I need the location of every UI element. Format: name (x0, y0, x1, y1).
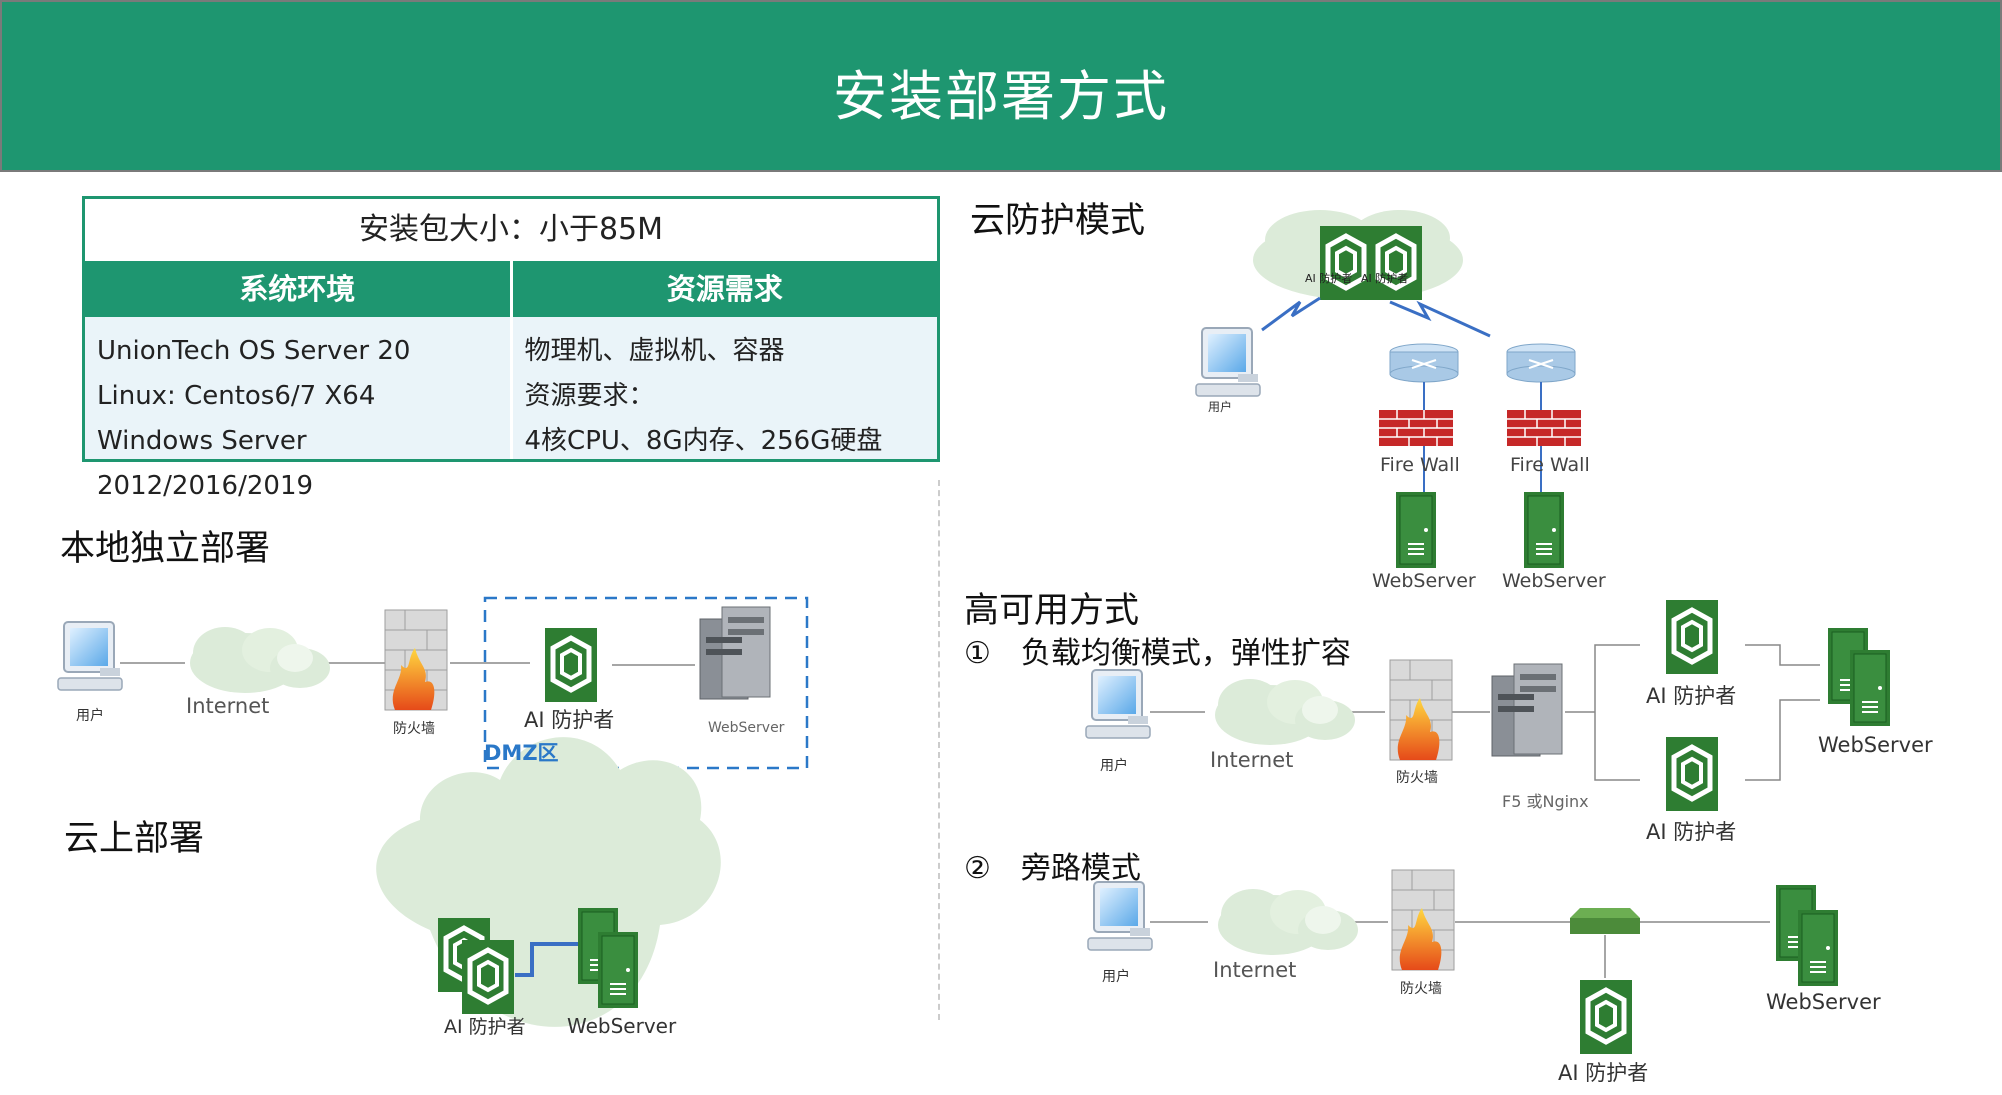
webserver-label: WebServer (567, 1014, 677, 1038)
webserver-label: WebServer (708, 720, 785, 736)
webserver-icon (1797, 909, 1839, 987)
dmz-label: DMZ区 (484, 741, 559, 765)
dmz-zone (483, 596, 809, 770)
ai-guard-icon (462, 940, 514, 1014)
page-title: 安装部署方式 (833, 65, 1169, 128)
ai-guard-icon (1370, 226, 1422, 300)
internet-cloud-icon (190, 627, 330, 693)
firewall-icon (1391, 869, 1455, 971)
webserver-icon (597, 931, 639, 1009)
webserver-label: WebServer (1502, 570, 1606, 592)
webserver-icon (699, 606, 771, 700)
firewall-label: Fire Wall (1510, 454, 1590, 476)
cloud-protect-diagram (1195, 210, 1582, 569)
ai-guard-label: AI 防护者 (444, 1016, 526, 1038)
env-column: UnionTech OS Server 20 Linux: Centos6/7 … (85, 317, 513, 501)
env-item: UnionTech OS Server 20 (97, 336, 411, 366)
spec-table-header: 系统环境 资源需求 (85, 261, 937, 317)
section-title-cloud-protect: 云防护模式 (970, 201, 1146, 241)
firewall-label: 防火墙 (1396, 770, 1438, 786)
user-icon (57, 621, 123, 691)
user-label: 用户 (1208, 400, 1233, 414)
section-divider (938, 480, 940, 1020)
internet-label: Internet (1213, 958, 1297, 982)
env-item: Linux: Centos6/7 X64 (97, 381, 376, 411)
router-icon (1506, 343, 1576, 383)
section-title-local: 本地独立部署 (60, 529, 271, 569)
firewall-icon (384, 609, 448, 711)
resource-item: 资源要求： (524, 381, 655, 411)
webserver-icon (1523, 491, 1565, 569)
spec-table-body: UnionTech OS Server 20 Linux: Centos6/7 … (85, 317, 938, 501)
ha-mode1-title: ① 负载均衡模式，弹性扩容 (964, 636, 1351, 671)
webserver-icon (1395, 491, 1437, 569)
ai-guard-label: AI 防护者 (1646, 820, 1737, 844)
env-item: Windows Server 2012/2016/2019 (97, 426, 314, 501)
ai-guard-icon (1320, 226, 1372, 300)
ai-guard-label: AI 防护者 (1558, 1061, 1649, 1085)
user-label: 用户 (1102, 969, 1130, 985)
firewall-icon (1389, 659, 1453, 761)
ai-guard-icon (545, 628, 597, 702)
internet-label: Internet (186, 694, 270, 718)
firewall-icon (1506, 409, 1582, 447)
switch-icon (1570, 918, 1640, 934)
resource-item: 4核CPU、8G内存、256G硬盘 (524, 426, 883, 456)
section-title-cloud-deploy: 云上部署 (64, 819, 205, 859)
ha-bypass-diagram (1087, 869, 1839, 1054)
firewall-label: Fire Wall (1380, 454, 1460, 476)
col-header-resources: 资源需求 (666, 272, 783, 306)
spec-table: 安装包大小：小于85M 系统环境 资源需求 UnionTech OS Serve… (82, 196, 940, 501)
webserver-label: WebServer (1372, 570, 1476, 592)
user-label: 用户 (76, 708, 104, 724)
ai-guard-label: AI 防护者 (1646, 684, 1737, 708)
firewall-label: 防火墙 (1400, 981, 1442, 997)
user-icon (1085, 669, 1151, 739)
ai-guard-label: AI 防护者 (1361, 272, 1409, 285)
cloud-deploy-diagram (376, 737, 721, 1027)
webserver-icon (1849, 649, 1891, 727)
internet-label: Internet (1210, 748, 1294, 772)
user-label: 用户 (1100, 758, 1128, 774)
ai-guard-label: AI 防护者 (524, 708, 615, 732)
firewall-icon (1378, 409, 1454, 447)
router-icon (1389, 343, 1459, 383)
header-banner: 安装部署方式 (0, 0, 2002, 172)
col-header-env: 系统环境 (85, 261, 513, 317)
ai-guard-icon (1666, 737, 1718, 811)
firewall-label: 防火墙 (393, 721, 435, 737)
package-size: 安装包大小：小于85M (358, 212, 664, 247)
internet-cloud-icon (1215, 679, 1355, 745)
ai-guard-icon (1666, 600, 1718, 674)
webserver-label: WebServer (1818, 733, 1933, 757)
ha-lb-diagram (1085, 600, 1891, 811)
ai-guard-icon (1580, 980, 1632, 1054)
section-title-ha: 高可用方式 (964, 591, 1140, 631)
internet-cloud-icon (1218, 889, 1358, 955)
load-balancer-icon (1491, 663, 1563, 757)
user-icon (1087, 881, 1153, 951)
ai-guard-label: AI 防护者 (1305, 272, 1353, 285)
user-icon (1195, 327, 1261, 397)
load-balancer-label: F5 或Nginx (1502, 792, 1589, 811)
webserver-label: WebServer (1766, 990, 1881, 1014)
ha-mode2-title: ② 旁路模式 (964, 851, 1141, 886)
local-diagram (57, 596, 809, 770)
resources-column: 物理机、虚拟机、容器 资源要求： 4核CPU、8G内存、256G硬盘 (513, 317, 938, 459)
resource-item: 物理机、虚拟机、容器 (524, 336, 785, 366)
